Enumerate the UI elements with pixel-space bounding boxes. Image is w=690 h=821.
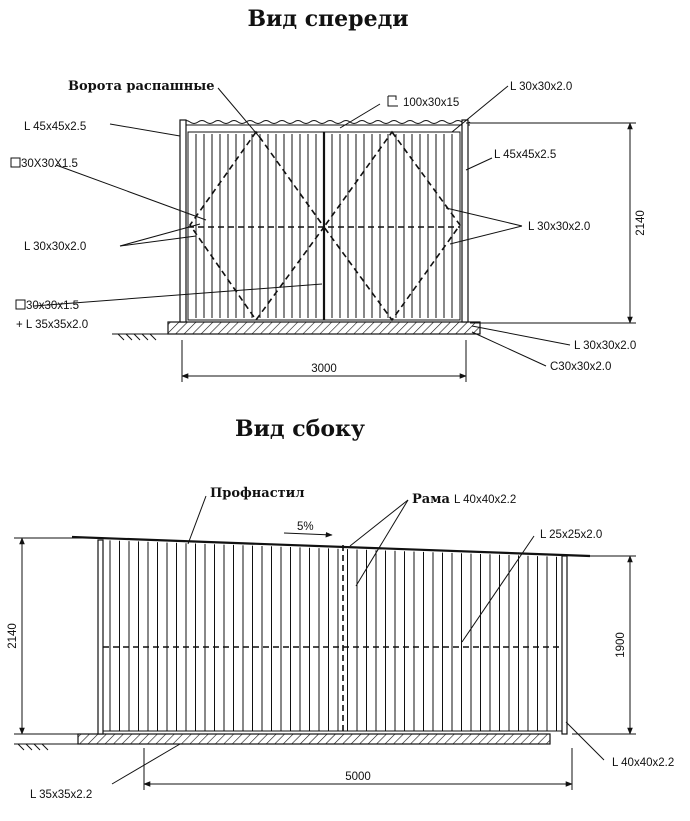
label-angle-top: L 25x25x2.0 xyxy=(540,529,602,541)
front-foundation xyxy=(167,321,481,335)
front-right-brace xyxy=(323,130,461,322)
side-left-height-value: 2140 xyxy=(7,623,19,649)
slope-arrow xyxy=(283,531,333,538)
label-left-top: L 45x45x2.5 xyxy=(24,121,86,133)
label-top-profile: 100x30x15 xyxy=(403,97,459,109)
front-sheet-lines xyxy=(195,134,453,318)
channel-icon xyxy=(387,95,398,107)
front-left-brace xyxy=(189,130,325,322)
side-left-post xyxy=(97,539,104,735)
label-bottom-right: L 40x40x2.2 xyxy=(612,757,674,769)
side-leaders xyxy=(111,495,605,785)
side-right-height-dimension xyxy=(572,555,636,735)
label-bottom-left: L 35x35x2.2 xyxy=(30,789,92,801)
side-view-title: Вид сбоку xyxy=(235,416,365,442)
front-view-title: Вид спереди xyxy=(247,6,408,32)
label-profnastil: Профнастил xyxy=(210,486,304,501)
side-width-value: 5000 xyxy=(345,771,371,783)
label-top-right: L 30x30x2.0 xyxy=(510,81,572,93)
front-ground-hatch xyxy=(117,333,157,341)
front-width-dimension xyxy=(181,340,467,382)
side-ground-hatch xyxy=(17,743,49,751)
side-roof xyxy=(71,535,591,558)
side-width-dimension xyxy=(143,748,573,790)
label-right-mid: L 30x30x2.0 xyxy=(528,221,590,233)
side-sheet-lines xyxy=(109,540,557,731)
front-leaders xyxy=(33,85,571,367)
front-view: Вид спереди xyxy=(10,6,647,382)
square-tube-icon-bottom xyxy=(15,299,26,310)
side-left-height-dimension xyxy=(14,537,98,735)
front-height-dimension xyxy=(466,122,636,324)
label-tube-top: 30X30X1.5 xyxy=(21,158,78,170)
side-right-post xyxy=(561,555,568,735)
label-tube-bottom-1: 30x30x1.5 xyxy=(26,300,79,312)
label-frame-size: L 40x40x2.2 xyxy=(454,494,516,506)
label-frame-word: Рама xyxy=(412,492,450,507)
slope-label: 5% xyxy=(297,521,314,533)
label-right-top: L 45x45x2.5 xyxy=(494,149,556,161)
front-height-value: 2140 xyxy=(635,210,647,236)
side-view: Вид сбоку 5% xyxy=(7,416,674,801)
front-roof-edge xyxy=(181,120,471,124)
front-left-post xyxy=(179,119,187,323)
gate-label: Ворота распашные xyxy=(68,79,215,94)
side-foundation xyxy=(77,733,551,745)
side-right-height-value: 1900 xyxy=(615,632,627,658)
square-tube-icon xyxy=(10,157,21,168)
front-right-post xyxy=(461,119,469,323)
front-width-value: 3000 xyxy=(311,363,337,375)
label-bottom-right-1: L 30x30x2.0 xyxy=(574,340,636,352)
label-bottom-right-2: С30x30x2.0 xyxy=(550,361,611,373)
label-tube-bottom-2: + L 35x35x2.0 xyxy=(16,319,88,331)
label-left-mid: L 30x30x2.0 xyxy=(24,241,86,253)
